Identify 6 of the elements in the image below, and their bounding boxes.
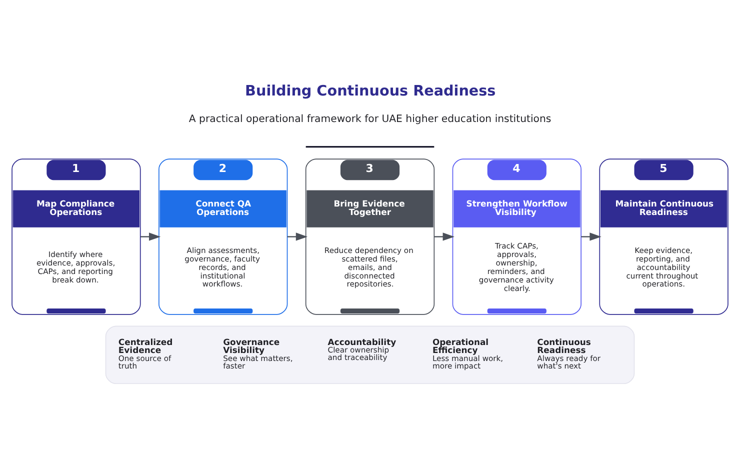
label: A practical operational framework for UAE higher education institutions xyxy=(188,114,552,125)
arrow xyxy=(287,232,308,241)
arrow xyxy=(581,232,602,241)
arrow xyxy=(140,232,161,241)
diagram-title: Building Continuous Readiness xyxy=(245,83,496,100)
arrow xyxy=(434,232,454,241)
